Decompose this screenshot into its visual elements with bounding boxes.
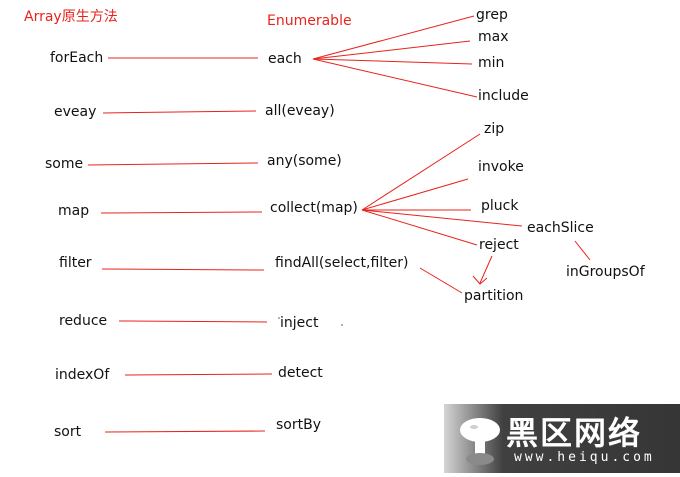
enum-method-all: all(eveay) bbox=[265, 103, 335, 119]
watermark-url: www.heiqu.com bbox=[514, 450, 655, 465]
enum-method-sortby: sortBy bbox=[276, 417, 321, 433]
array-method-eveay: eveay bbox=[54, 104, 97, 120]
line-each-grep bbox=[312, 15, 475, 60]
array-method-foreach: forEach bbox=[50, 50, 104, 66]
array-method-some: some bbox=[45, 156, 84, 172]
header-array-native: Array原生方法 bbox=[24, 9, 118, 25]
enum-method-each: each bbox=[268, 51, 302, 67]
line-map-collect bbox=[100, 211, 263, 214]
watermark-logo: 黑区网络 www.heiqu.com bbox=[444, 404, 680, 473]
line-collect-invoke bbox=[361, 178, 469, 211]
collect-child-invoke: invoke bbox=[478, 159, 524, 175]
array-method-reduce: reduce bbox=[59, 313, 108, 329]
line-some-any bbox=[87, 162, 259, 166]
connector-lines bbox=[87, 15, 591, 433]
each-child-include: include bbox=[478, 88, 529, 104]
line-sort-sortby bbox=[104, 430, 266, 433]
partition-label: partition bbox=[464, 288, 524, 304]
line-findall-partition bbox=[419, 267, 463, 294]
line-collect-reject bbox=[361, 209, 478, 246]
line-each-max bbox=[312, 40, 471, 60]
eachslice-child-ingroupsof: inGroupsOf bbox=[566, 264, 645, 280]
arrowhead-partition bbox=[472, 275, 488, 285]
array-method-filter: filter bbox=[59, 255, 92, 271]
each-child-min: min bbox=[478, 55, 505, 71]
each-child-grep: grep bbox=[476, 7, 508, 23]
enum-method-collect: collect(map) bbox=[270, 200, 358, 216]
line-reject-partition bbox=[479, 255, 493, 284]
line-each-include bbox=[312, 58, 478, 98]
each-child-max: max bbox=[478, 29, 509, 45]
line-eveay-all bbox=[102, 110, 257, 114]
line-each-min bbox=[312, 58, 473, 65]
watermark-brand: 黑区网络 bbox=[506, 414, 643, 452]
array-method-sort: sort bbox=[54, 424, 82, 440]
mushroom-icon bbox=[460, 418, 500, 465]
collect-child-pluck: pluck bbox=[481, 198, 519, 214]
line-filter-findall bbox=[101, 268, 265, 271]
array-method-indexof: indexOf bbox=[55, 367, 110, 383]
enum-method-inject: inject bbox=[280, 315, 319, 331]
header-enumerable: Enumerable bbox=[267, 13, 352, 29]
line-indexof-detect bbox=[124, 373, 273, 376]
line-collect-zip bbox=[361, 133, 481, 211]
collect-child-eachslice: eachSlice bbox=[527, 220, 594, 236]
enum-method-detect: detect bbox=[278, 365, 323, 381]
collect-child-zip: zip bbox=[484, 121, 505, 137]
enum-method-any: any(some) bbox=[267, 153, 342, 169]
array-method-map: map bbox=[58, 203, 90, 219]
line-collect-eachslice bbox=[361, 209, 523, 227]
line-reduce-inject bbox=[118, 320, 268, 323]
collect-child-reject: reject bbox=[479, 237, 519, 253]
line-eachslice-ingroupsof bbox=[574, 240, 591, 261]
enum-method-findall: findAll(select,filter) bbox=[275, 255, 409, 271]
